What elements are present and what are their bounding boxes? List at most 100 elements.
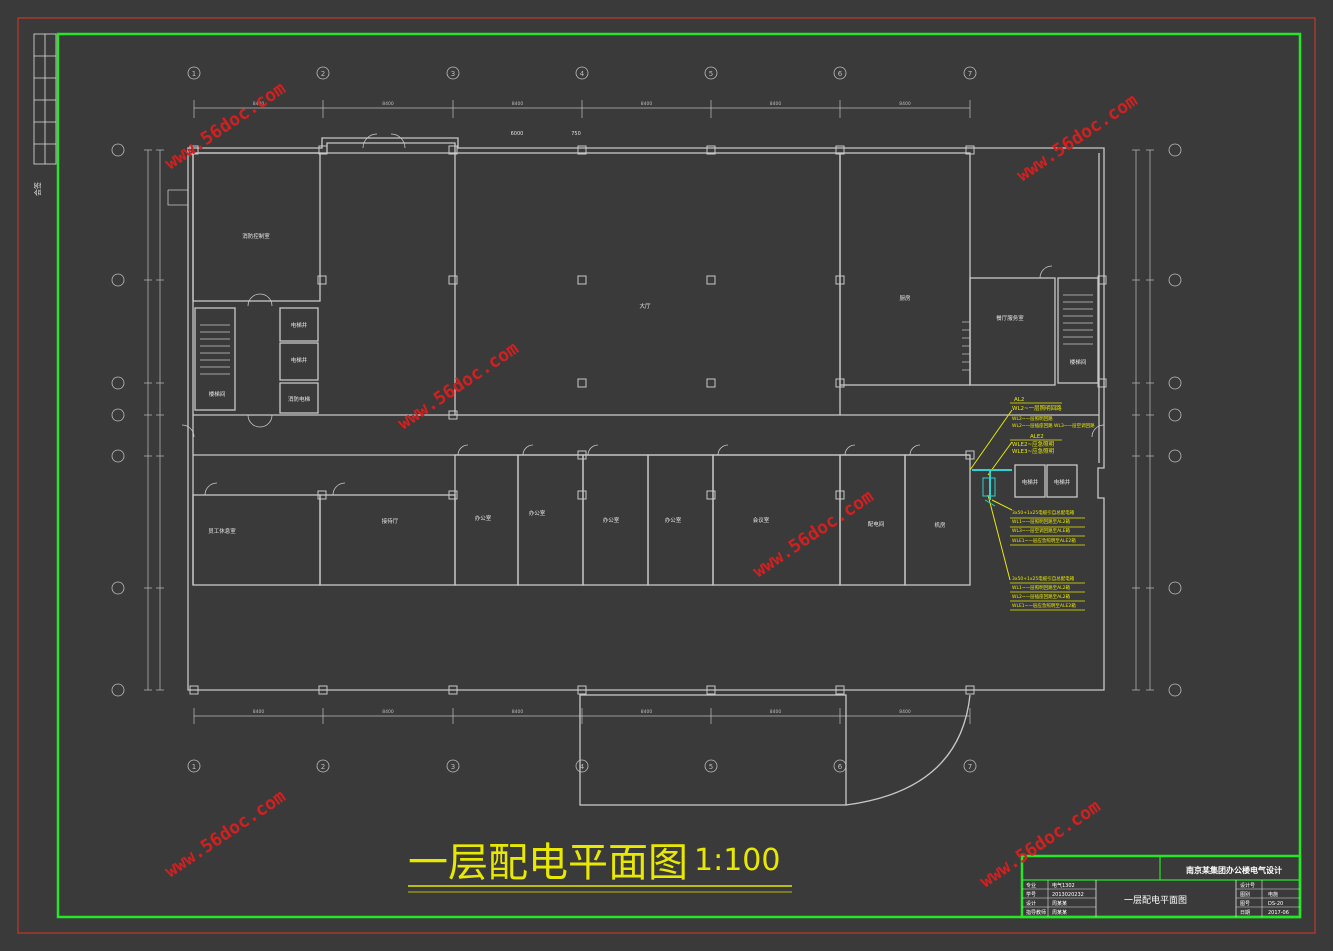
axis-bubble-row (111, 273, 125, 287)
column-pillar (318, 145, 328, 155)
svg-text:6: 6 (838, 763, 843, 771)
dim-text: 8400 (770, 101, 782, 107)
dim-text: 8400 (512, 101, 524, 107)
column-pillar (189, 685, 199, 695)
svg-text:7: 7 (968, 70, 972, 78)
svg-text:3: 3 (451, 763, 455, 771)
feeder-a-label: 3x50+1x25电缆引自总配电箱 (1012, 509, 1075, 516)
svg-text:2: 2 (321, 70, 325, 78)
column-pillar (577, 378, 587, 388)
tb-row-value: 周某某 (1052, 910, 1067, 916)
axis-bubble-row (111, 683, 125, 697)
room-label: 配电间 (868, 520, 885, 528)
dim-text: 8400 (253, 709, 265, 715)
column-pillar (448, 275, 458, 285)
room-label: 消防控制室 (242, 232, 270, 240)
inner-frame (56, 32, 1302, 919)
column-pillar (835, 685, 845, 695)
column-pillar (835, 378, 845, 388)
axis-bubble-col-6: 6 (833, 66, 847, 80)
column-pillar (318, 685, 328, 695)
electrical-wiring (969, 409, 1013, 581)
column-pillar (448, 410, 458, 420)
dimension-ticks (144, 100, 1154, 724)
dim-small: 750 (571, 131, 581, 137)
left-strip (33, 33, 57, 165)
svg-text:4: 4 (580, 763, 585, 771)
stairs (200, 294, 1093, 375)
column-pillar (835, 490, 845, 500)
axis-bubble-row (1168, 449, 1182, 463)
dim-text: 8400 (382, 709, 394, 715)
feeder-b-label: 3x50+1x25电缆引自总配电箱 (1012, 575, 1075, 582)
watermark-text: www.56doc.com (161, 786, 290, 882)
tb-right-label: 设计号 (1240, 882, 1255, 889)
axis-bubble-col-4: 4 (575, 759, 589, 773)
room-label: 电梯井 (1022, 478, 1039, 486)
axis-bubble-col-5: 5 (704, 66, 718, 80)
column-pillar (189, 145, 199, 155)
tb-row-label: 专业 (1026, 882, 1036, 889)
axis-bubble-col-4: 4 (575, 66, 589, 80)
svg-text:1: 1 (192, 763, 196, 771)
dim-text: 8400 (512, 709, 524, 715)
tb-row-value: 电气1302 (1052, 882, 1075, 889)
column-pillar (706, 145, 716, 155)
axis-bubble-row (1168, 376, 1182, 390)
watermark-text: www.56doc.com (749, 486, 878, 582)
dim-text: 8400 (899, 709, 911, 715)
axis-bubble-row (111, 581, 125, 595)
dim-text: 8400 (253, 101, 265, 107)
tb-right-value: 2017-06 (1268, 910, 1289, 916)
room-label: 楼梯间 (1070, 358, 1087, 366)
room-label: 厨房 (899, 294, 911, 302)
svg-text:5: 5 (709, 70, 713, 78)
column-pillar (317, 275, 327, 285)
column-pillar (965, 450, 975, 460)
watermark-text: www.56doc.com (394, 338, 523, 434)
tb-row-label: 学号 (1026, 891, 1036, 898)
wl1b-label: WL1~一层照明回路至AL2箱 (1012, 584, 1071, 591)
wl3-label: WL3~一层空调回路至ALE箱 (1012, 527, 1071, 534)
dimension-texts: 8400840084008400840084008400840084008400… (253, 101, 911, 715)
dim-text: 8400 (899, 101, 911, 107)
axis-bubble-col-2: 2 (316, 66, 330, 80)
tb-row-label: 设计 (1026, 900, 1036, 907)
room-label: 大厅 (639, 302, 651, 310)
axis-bubble-row (111, 376, 125, 390)
axis-bubble-col-6: 6 (833, 759, 847, 773)
svg-text:7: 7 (968, 763, 972, 771)
axis-bubble-row (111, 408, 125, 422)
dim-text: 8400 (641, 101, 653, 107)
axis-bubble-col-1: 1 (187, 66, 201, 80)
axis-bubble-row (111, 143, 125, 157)
dim-door: 6000 (511, 131, 524, 137)
drawing-scale: 1:100 (694, 843, 780, 878)
axis-bubble-col-7: 7 (963, 759, 977, 773)
tb-right-label: 图别 (1240, 891, 1250, 898)
axis-bubble-row (1168, 143, 1182, 157)
room-label: 办公室 (475, 514, 492, 522)
tb-right-value: 电施 (1268, 891, 1278, 898)
column-pillar (706, 490, 716, 500)
room-label: 办公室 (603, 516, 620, 524)
axis-bubble-col-5: 5 (704, 759, 718, 773)
tb-row-label: 指导教师 (1026, 909, 1046, 916)
title-block: 南京某集团办公楼电气设计 一层配电平面图 (1020, 854, 1302, 919)
axis-bubble-row (1168, 683, 1182, 697)
room-label: 餐厅服务室 (996, 314, 1024, 322)
column-pillar (835, 145, 845, 155)
column-pillar (706, 685, 716, 695)
wle3-label: WLE3~应急照明 (1012, 447, 1055, 455)
svg-text:6: 6 (838, 70, 843, 78)
axis-bubble-row (1168, 581, 1182, 595)
watermark-text: www.56doc.com (161, 78, 290, 174)
drawing-title: 一层配电平面图 (408, 840, 688, 886)
ale2-label: ALE2 (1030, 434, 1044, 440)
axis-bubble-row (111, 449, 125, 463)
title-block-drawing-name: 一层配电平面图 (1124, 894, 1187, 906)
doors (167, 133, 1105, 496)
room-label: 接待厅 (382, 517, 399, 525)
axis-bubble-col-7: 7 (963, 66, 977, 80)
